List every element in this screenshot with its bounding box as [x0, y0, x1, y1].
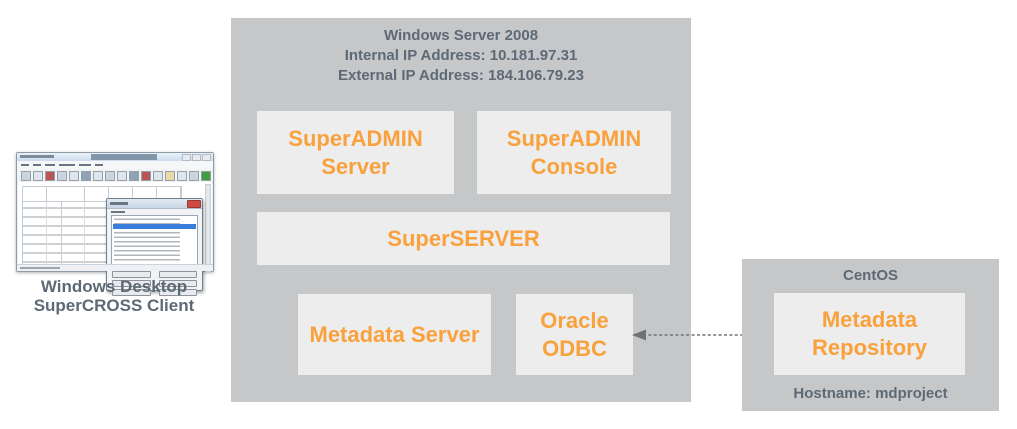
selected-list-item	[113, 224, 196, 229]
mini-window-statusbar	[17, 264, 213, 271]
client-caption-line2: SuperCROSS Client	[33, 296, 195, 315]
dialog-titlebar	[107, 199, 202, 209]
centos-title: CentOS	[842, 267, 898, 284]
node-metadata-repository: Metadata Repository	[774, 293, 965, 375]
maximize-icon	[192, 154, 201, 161]
centos-container: CentOS Metadata Repository Hostname: mdp…	[742, 259, 999, 411]
dialog-close-icon	[187, 200, 201, 208]
node-oracle-odbc: Oracle ODBC	[516, 294, 633, 375]
fields-dialog	[106, 198, 203, 296]
node-metadata-server: Metadata Server	[298, 294, 491, 375]
internal-ip-address: Internal IP Address: 10.181.97.31	[344, 47, 578, 64]
dialog-list	[111, 215, 198, 265]
node-superadmin-console: SuperADMIN Console	[477, 111, 671, 194]
mini-window-title-text	[20, 155, 54, 158]
client-caption: Windows Desktop SuperCROSS Client	[4, 277, 224, 315]
node-superadmin-server: SuperADMIN Server	[257, 111, 454, 194]
supercross-client-screenshot	[16, 152, 214, 296]
close-icon	[202, 154, 211, 161]
scrollbar	[205, 184, 211, 272]
windows-server-header: Windows Server 2008 Internal IP Address:…	[231, 26, 691, 86]
centos-hostname: Hostname: mdproject	[793, 385, 948, 402]
windows-server-title: Windows Server 2008	[383, 27, 539, 44]
mini-window-content	[18, 182, 212, 296]
windows-server-container: Windows Server 2008 Internal IP Address:…	[231, 18, 691, 402]
minimize-icon	[182, 154, 191, 161]
mini-window-title-band	[91, 154, 157, 160]
green-toolbar-icon	[201, 170, 211, 181]
mini-window-toolbar	[17, 169, 213, 183]
window-controls	[182, 154, 211, 161]
external-ip-address: External IP Address: 184.106.79.23	[338, 67, 584, 84]
node-superserver: SuperSERVER	[257, 212, 670, 265]
client-caption-line1: Windows Desktop	[40, 277, 188, 296]
mini-window-menubar	[17, 161, 213, 169]
dialog-buttons	[112, 271, 197, 296]
